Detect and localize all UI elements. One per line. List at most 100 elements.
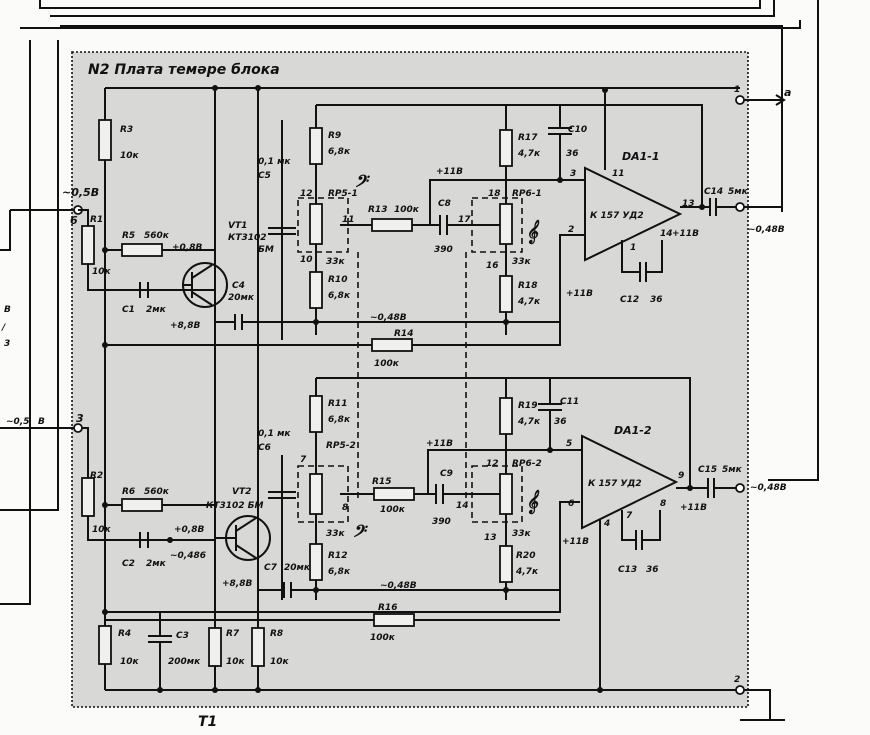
r3-name: R3 <box>120 125 133 135</box>
da1-2-pin7: 7 <box>626 511 633 521</box>
da1-2-type: К 157 УД2 <box>588 479 642 489</box>
r19-value: 4,7к <box>517 417 541 427</box>
vt2-type: КТ3102 БМ <box>206 501 264 511</box>
c8-value: 390 <box>434 245 453 255</box>
board-outline <box>71 51 749 708</box>
c9-name: C9 <box>440 469 453 479</box>
c1-value: 2мк <box>146 305 167 315</box>
r16-name: R16 <box>378 603 397 613</box>
resistor-r18 <box>499 275 513 313</box>
c3-value: 200мк <box>168 657 201 667</box>
feedback-voltage-1: ~0,48В <box>370 313 407 323</box>
r7-name: R7 <box>226 629 240 639</box>
c2-value: 2мк <box>146 559 167 569</box>
ground-symbol <box>744 689 771 714</box>
input-voltage-2: ~0,5 <box>6 417 29 427</box>
resistor-r15 <box>373 487 415 501</box>
rp6-1-pin18: 18 <box>488 189 501 199</box>
pot-rp6-1-box <box>471 197 523 253</box>
junction-dots <box>102 85 705 693</box>
output-a-label: а <box>784 86 791 99</box>
c7-value: 20мк <box>284 563 311 573</box>
c14-name: C14 <box>704 187 723 197</box>
r2-value: 10к <box>92 525 112 535</box>
da1-1-type: К 157 УД2 <box>590 211 644 221</box>
resistor-r11 <box>309 395 323 433</box>
r18-value: 4,7к <box>517 297 541 307</box>
c14-value: 5мк <box>728 187 749 197</box>
v11-5: +11В <box>680 503 707 513</box>
opamp-da1-1 <box>584 166 683 262</box>
rp5-1-pin10: 10 <box>300 255 313 265</box>
rp6-1-value: 33к <box>512 257 532 267</box>
r15-value: 100к <box>380 505 406 515</box>
c6-name: C6 <box>258 443 271 453</box>
r14-name: R14 <box>394 329 413 339</box>
pot-rp5-1 <box>309 203 323 245</box>
output-voltage-1: ~0,48В <box>748 225 785 235</box>
resistor-r2 <box>81 477 95 517</box>
resistor-r8 <box>251 627 265 667</box>
resistor-r6 <box>121 498 163 512</box>
resistor-r14 <box>371 338 413 352</box>
r12-name: R12 <box>328 551 347 561</box>
rp5-1-name: RP5-1 <box>328 189 358 199</box>
terminal-output-2 <box>735 483 745 493</box>
c2-name: C2 <box>122 559 135 569</box>
vt2-base-voltage: +0,8В <box>174 525 204 535</box>
rp6-2-value: 33к <box>512 529 532 539</box>
da1-1-pin1: 1 <box>630 243 636 253</box>
v11-4: +11В <box>426 439 453 449</box>
c7-name: C7 <box>264 563 278 573</box>
c13-name: C13 <box>618 565 637 575</box>
da1-2-pin5: 5 <box>566 439 572 449</box>
da1-2-pin4: 4 <box>603 519 610 529</box>
v11-2: +11В <box>672 229 699 239</box>
da1-1-name: DA1-1 <box>622 150 660 163</box>
pot-rp5-2-box <box>297 465 349 523</box>
da1-1-pin14: 14 <box>660 229 673 239</box>
rp5-2-pin8: 8 <box>342 503 348 513</box>
r5-value: 560к <box>144 231 170 241</box>
da1-1-pin2: 2 <box>568 225 574 235</box>
rp6-2-pin14: 14 <box>456 501 469 511</box>
r7-value: 10к <box>226 657 246 667</box>
opamp-da1-2 <box>581 434 679 530</box>
v11-6: +11В <box>562 537 589 547</box>
c13-value: 36 <box>646 565 659 575</box>
resistor-r16 <box>373 613 415 627</box>
pot-rp5-1-box <box>297 197 349 253</box>
pot-rp6-2 <box>499 473 513 515</box>
r16-value: 100к <box>370 633 396 643</box>
pot-rp5-2 <box>309 473 323 515</box>
r6-value: 560к <box>144 487 170 497</box>
board-title: N2 Плата темəре блока <box>88 62 280 78</box>
pot-rp6-2-box <box>471 465 523 523</box>
c3-name: C3 <box>176 631 189 641</box>
r14-value: 100к <box>374 359 400 369</box>
r20-value: 4,7к <box>515 567 539 577</box>
r9-value: 6,8к <box>328 147 351 157</box>
bass-clef-1: 𝄢 <box>354 171 370 195</box>
r4-name: R4 <box>118 629 131 639</box>
c11-value: 36 <box>554 417 567 427</box>
r12-value: 6,8к <box>328 567 351 577</box>
c4-value: 20мк <box>228 293 255 303</box>
bass-clef-2: 𝄢 <box>352 521 368 545</box>
rp5-1-pin11: 11 <box>342 215 355 225</box>
c15-name: C15 <box>698 465 717 475</box>
r15-name: R15 <box>372 477 391 487</box>
rp6-2-pin13: 13 <box>484 533 497 543</box>
da1-1-pin11: 11 <box>612 169 625 179</box>
t1-label: T1 <box>198 714 217 730</box>
vt2-collector-voltage: +8,8В <box>222 579 252 589</box>
rp6-1-name: RP6-1 <box>512 189 542 199</box>
r9-name: R9 <box>328 131 341 141</box>
terminal-2 <box>735 685 745 695</box>
r1-value: 10к <box>92 267 112 277</box>
vt2-name: VT2 <box>232 487 251 497</box>
left-mark-3: 3 <box>4 339 10 349</box>
left-mark-slash: / <box>1 323 6 333</box>
left-mark-b: В <box>4 305 11 315</box>
